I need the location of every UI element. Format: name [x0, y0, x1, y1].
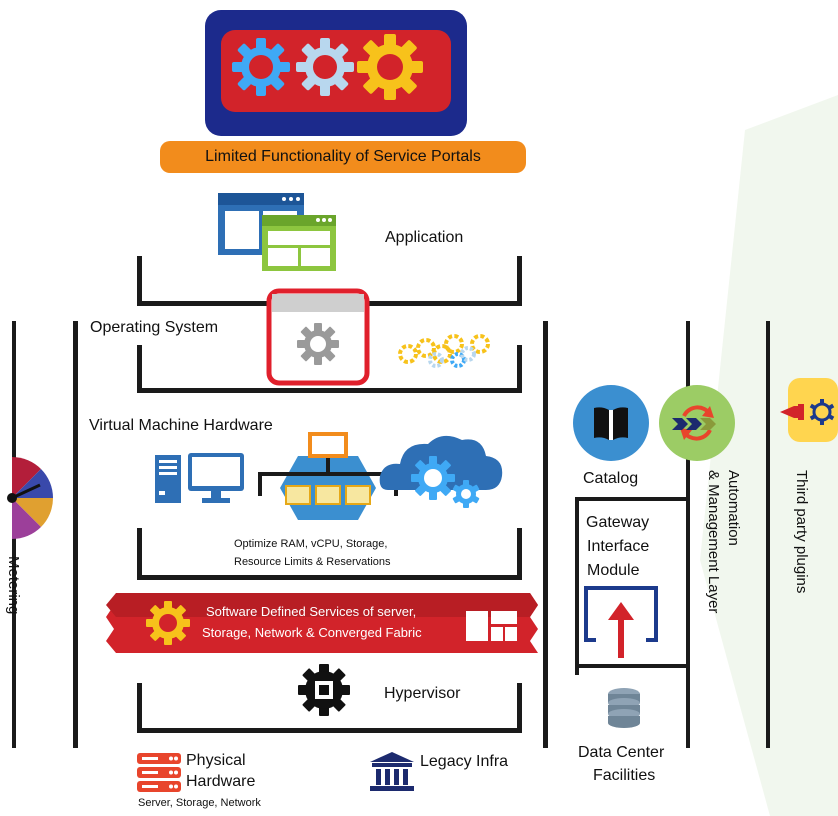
- bank-icon: [370, 752, 414, 791]
- automation-label-line2: & Management Layer: [705, 470, 722, 614]
- os-bracket-left: [137, 345, 142, 393]
- monitor-icon: [188, 453, 244, 503]
- automation-label-line1: Automation: [725, 470, 742, 546]
- gear-icon: [232, 38, 290, 96]
- sds-text-line1: Software Defined Services of server,: [206, 604, 417, 619]
- plugins-line: [766, 321, 770, 748]
- dc-line-right: [686, 321, 690, 748]
- cloud-gear-icon: [379, 435, 503, 508]
- chip-gear-icon: [298, 664, 350, 716]
- os-bracket-base: [137, 388, 522, 393]
- catalog-label: Catalog: [583, 470, 639, 487]
- sds-band: [106, 593, 538, 653]
- os-window-icon: [266, 288, 370, 386]
- data-center-label-line2: Facilities: [593, 767, 656, 784]
- fabric-grid-icon: [466, 611, 517, 641]
- application-bracket-right: [517, 256, 522, 306]
- optimize-text-line1: Optimize RAM, vCPU, Storage,: [234, 538, 388, 550]
- gear-icon: [296, 38, 354, 96]
- gear-icon: [357, 34, 423, 100]
- vm-bracket-left: [137, 528, 142, 580]
- gear-icon: [146, 601, 190, 645]
- gateway-label-line3: Module: [587, 562, 640, 579]
- vm-bracket-base: [137, 575, 522, 580]
- gear-cluster-icon: [398, 334, 490, 368]
- sync-icon: [659, 385, 735, 461]
- os-bracket-right: [517, 345, 522, 393]
- vm-hardware-label: Virtual Machine Hardware: [89, 417, 273, 434]
- database-icon: [608, 688, 640, 728]
- physical-label-line2: Hardware: [186, 773, 256, 790]
- dc-connector-bottom: [575, 664, 690, 668]
- hypervisor-bracket-left: [137, 683, 142, 733]
- application-bracket: [137, 256, 142, 306]
- window-icon: [218, 193, 336, 271]
- dc-connector-top: [575, 497, 690, 501]
- gateway-label-line1: Gateway: [586, 514, 650, 531]
- physical-label-line1: Physical: [186, 752, 246, 769]
- plugin-icon: [780, 378, 838, 442]
- legacy-infra-label: Legacy Infra: [420, 753, 509, 770]
- application-label: Application: [385, 229, 464, 246]
- vm-network-icon: [258, 432, 398, 520]
- operating-system-label: Operating System: [90, 319, 219, 336]
- hypervisor-bracket-base: [137, 728, 522, 733]
- metering-label: Metering: [5, 556, 22, 615]
- gateway-label-line2: Interface: [587, 538, 650, 555]
- server-rack-icon: [137, 753, 181, 792]
- server-icon: [155, 455, 181, 503]
- hypervisor-bracket-right: [517, 683, 522, 733]
- vm-bracket-right: [517, 528, 522, 580]
- physical-sub-label: Server, Storage, Network: [138, 797, 261, 809]
- third-party-plugins-label: Third party plugins: [793, 470, 810, 594]
- upload-arrow-icon: [584, 586, 658, 658]
- gauge-icon: [7, 457, 54, 539]
- book-icon: [573, 385, 649, 461]
- stack-line-left: [73, 321, 78, 748]
- sds-text-line2: Storage, Network & Converged Fabric: [202, 625, 422, 640]
- dc-line-left: [575, 497, 579, 675]
- hypervisor-label: Hypervisor: [384, 685, 461, 702]
- portal-banner: Limited Functionality of Service Portals: [160, 141, 526, 173]
- data-center-label-line1: Data Center: [578, 744, 665, 761]
- stack-line-right: [543, 321, 548, 748]
- optimize-text-line2: Resource Limits & Reservations: [234, 556, 391, 568]
